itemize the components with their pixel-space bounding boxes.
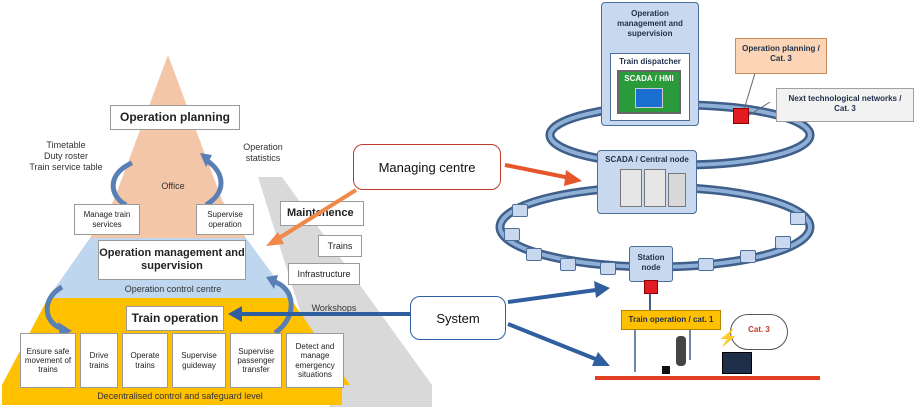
- system-callout: System: [410, 296, 506, 340]
- station-node: Station node: [629, 246, 673, 282]
- managing-arrow-to-pyramid-head: [266, 232, 284, 246]
- supervise-operation-box: Supervise operation: [196, 204, 254, 235]
- system-arrow-to-track-head: [592, 352, 610, 366]
- system-arrow-to-station: [507, 288, 597, 304]
- next-networks-note: Next technological networks / Cat. 3: [776, 88, 914, 122]
- ring-node: [560, 258, 576, 271]
- monitor-icon: [635, 88, 663, 108]
- maintenance-workshops-label: Workshops: [311, 303, 357, 313]
- statistics-line: statistics: [245, 152, 281, 163]
- scada-hmi-label: SCADA / HMI: [624, 74, 674, 83]
- task-box-drive-trains: Drive trains: [80, 333, 118, 388]
- ring-node: [504, 228, 520, 241]
- red-junction-marker: [733, 108, 749, 124]
- cat3-cloud-label: Cat. 3: [748, 325, 770, 334]
- operation-statistics-text: Operation statistics: [238, 142, 288, 164]
- train-operation-network-box: Train operation / cat. 1: [621, 310, 721, 330]
- station-red-marker: [644, 280, 658, 294]
- next-networks-note-text: Next technological networks / Cat. 3: [788, 94, 902, 113]
- statistics-line: Operation: [243, 142, 283, 152]
- track-sensor-icon: [662, 366, 670, 374]
- manage-train-services-box: Manage train services: [74, 204, 140, 235]
- task-box-emergency: Detect and manage emergency situations: [286, 333, 344, 388]
- maintenance-zone: [258, 177, 432, 407]
- planning-inputs-text: Timetable Duty roster Train service tabl…: [18, 140, 114, 172]
- server-icon: [644, 169, 666, 207]
- system-arrow-to-train-operation-head: [228, 306, 242, 322]
- cat3-cloud: Cat. 3: [730, 314, 788, 350]
- decentralised-zone-strip: [2, 385, 342, 405]
- managing-arrow-to-scada-head: [564, 170, 582, 186]
- scada-hmi-monitor: SCADA / HMI: [617, 70, 681, 114]
- lightning-icon: ⚡: [718, 330, 738, 347]
- server-icon: [620, 169, 642, 207]
- operation-management-node: Operation management and supervision Tra…: [601, 2, 699, 126]
- cycle-arrow-top-right: [204, 157, 224, 208]
- ring-node: [698, 258, 714, 271]
- ring-node: [600, 262, 616, 275]
- ring-node: [512, 204, 528, 217]
- station-node-label: Station node: [637, 253, 665, 272]
- maintenance-infrastructure-box: Infrastructure: [288, 263, 360, 285]
- scada-central-node: SCADA / Central node: [597, 150, 697, 214]
- maintenance-trains-box: Trains: [318, 235, 362, 257]
- operation-planning-note: Operation planning / Cat. 3: [735, 38, 827, 74]
- train-dispatcher-panel: Train dispatcher SCADA / HMI: [610, 53, 690, 121]
- cycle-arrow-mid-right: [271, 278, 294, 336]
- system-arrow-to-track: [507, 322, 599, 362]
- train-dispatcher-label: Train dispatcher: [619, 57, 681, 66]
- managing-arrow-to-pyramid: [274, 188, 358, 242]
- cat2-top-label: Cat. 2: [703, 115, 725, 124]
- operation-control-centre-label: Operation control centre: [124, 284, 222, 294]
- pyramid-diagram: Operation planning Timetable Duty roster…: [0, 55, 432, 413]
- scada-central-label: SCADA / Central node: [605, 155, 689, 164]
- managing-arrow-to-scada: [504, 163, 571, 180]
- cycle-arrow-top-right-head: [200, 153, 212, 167]
- ring-node: [790, 212, 806, 225]
- note-connector-next: [747, 101, 771, 117]
- ring-node: [740, 250, 756, 263]
- cycle-arrow-mid-right-head: [266, 275, 278, 289]
- ring-node: [775, 236, 791, 249]
- planning-input-line: Duty roster: [43, 150, 88, 161]
- train-operation-network-label: Train operation / cat. 1: [628, 315, 714, 324]
- planning-input-line: Timetable: [46, 140, 86, 150]
- operation-management-node-title: Operation management and supervision: [617, 9, 683, 38]
- cat2-bottom-label: Cat. 2: [703, 197, 725, 206]
- train-operation-box: Train operation: [126, 306, 224, 331]
- operation-planning-note-text: Operation planning / Cat. 3: [742, 44, 820, 63]
- ring-node: [526, 248, 542, 261]
- operation-planning-box: Operation planning: [110, 105, 240, 130]
- task-box-supervise-passenger: Supervise passenger transfer: [230, 333, 282, 388]
- task-box-operate-trains: Operate trains: [122, 333, 168, 388]
- planning-input-line: Train service table: [29, 161, 103, 172]
- task-box-supervise-guideway: Supervise guideway: [172, 333, 226, 388]
- office-zone-label: Office: [161, 181, 185, 191]
- signal-icon: [676, 336, 686, 366]
- train-icon: [722, 352, 752, 374]
- managing-centre-callout: Managing centre: [353, 144, 501, 190]
- server-icon: [668, 173, 686, 207]
- operation-management-box: Operation management and supervision: [98, 240, 246, 280]
- decentralised-label: Decentralised control and safeguard leve…: [97, 391, 263, 401]
- task-box-ensure-safe: Ensure safe movement of trains: [20, 333, 76, 388]
- system-arrow-to-station-head: [594, 281, 610, 298]
